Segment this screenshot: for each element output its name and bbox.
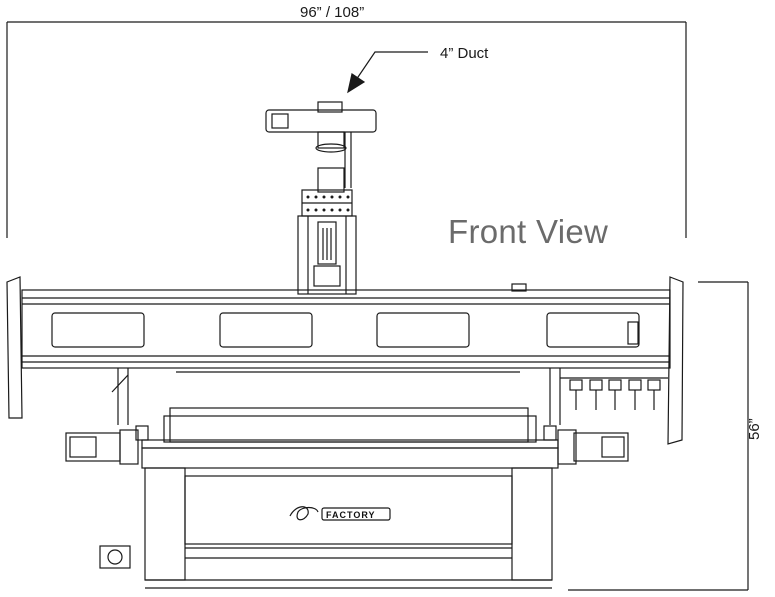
logo-badge [289, 506, 391, 521]
machine-table [141, 371, 559, 469]
dust-shoe-assembly [265, 101, 377, 188]
overall-width-label: 96” / 108” [300, 4, 365, 21]
x-axis-motors [65, 425, 629, 465]
gantry-end-plates [6, 276, 684, 445]
gantry-legs [111, 368, 561, 425]
vacuum-port-box [99, 545, 131, 569]
view-title: Front View [448, 213, 609, 250]
duct-leader-arrow [347, 51, 428, 94]
duct-label: 4” Duct [440, 45, 489, 62]
overall-height-label: 56” [746, 418, 763, 440]
carriage-bolts [306, 195, 350, 212]
spindle-carriage [297, 167, 357, 295]
logo-text: FACTORY [326, 510, 376, 520]
width-dimension-lines [6, 21, 687, 238]
base-frame [144, 467, 553, 589]
height-dimension-lines [568, 281, 749, 591]
tool-holder-rack [560, 377, 668, 410]
gantry-windows [51, 312, 640, 348]
gantry-beam [21, 283, 671, 369]
